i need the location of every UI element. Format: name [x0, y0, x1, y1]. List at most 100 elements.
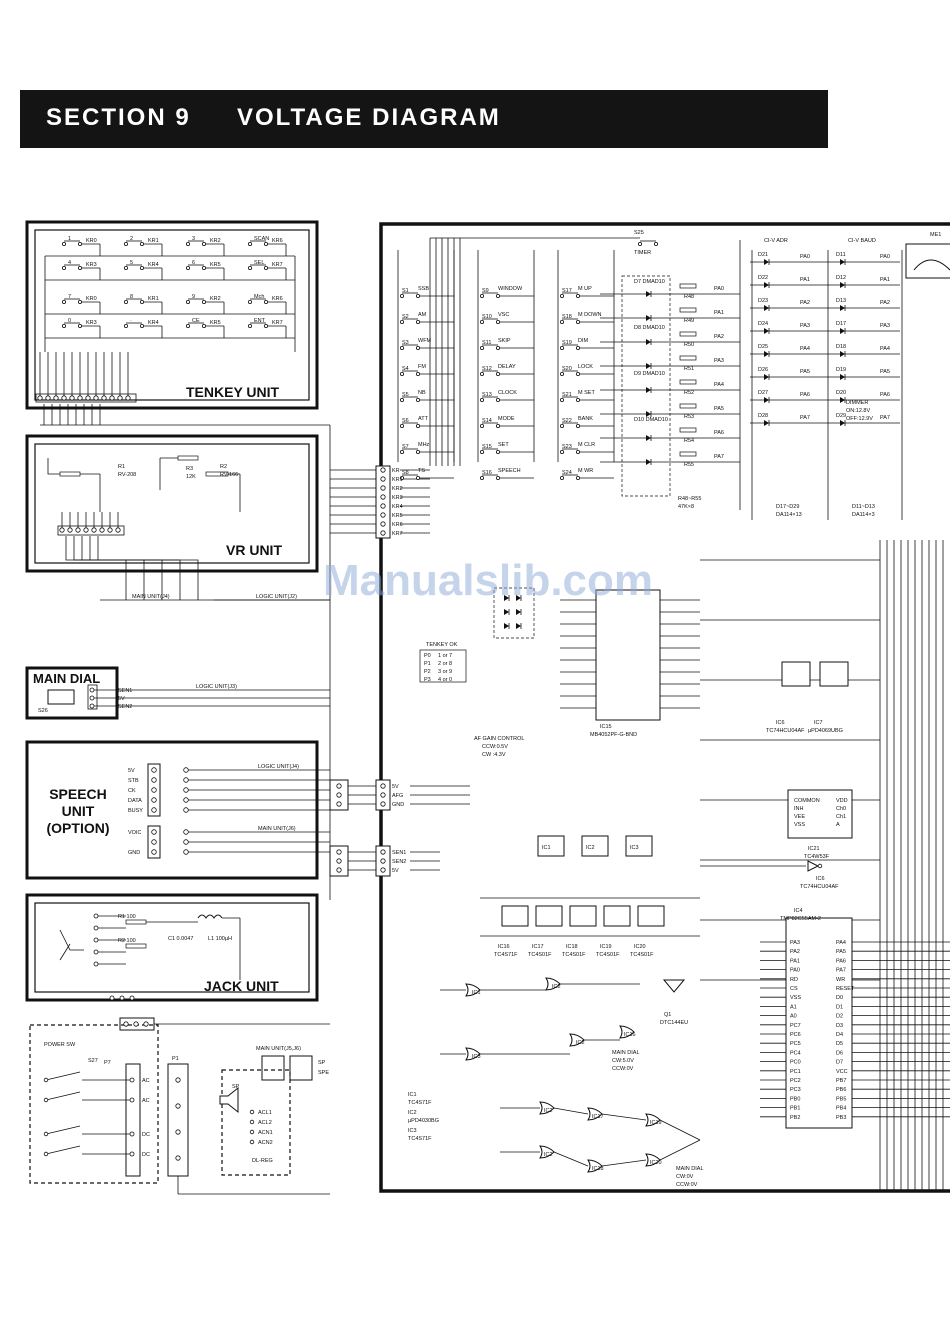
- switch-contact: [185, 241, 190, 246]
- ic4-pin-left: PC6: [790, 1032, 801, 1038]
- ic4-pin-right: WR: [836, 977, 845, 983]
- dlreg-pin: [249, 1109, 255, 1115]
- switch-contact: [495, 423, 500, 428]
- adr-diode-ref: D28: [758, 413, 768, 419]
- j1-pin: [380, 530, 386, 536]
- switch-contact: [247, 241, 252, 246]
- power-sw-title: POWER SW: [44, 1042, 76, 1048]
- tenkey-key-label: 8: [130, 294, 133, 300]
- jack-unit-box: [25, 893, 319, 1002]
- p1-pin: [175, 1077, 181, 1083]
- resistor-label: R54: [684, 438, 694, 444]
- gate-label: IC2: [576, 1040, 585, 1046]
- ic4-pin-left: A0: [790, 1014, 797, 1020]
- speech-pin-label: BUSY: [128, 808, 143, 814]
- vr-part-label: RV-166: [220, 472, 238, 478]
- adr-diode-ref: D27: [758, 390, 768, 396]
- cable-pin: [183, 797, 189, 803]
- switch-contact: [576, 345, 581, 350]
- switch-contact: [124, 323, 129, 328]
- cable-pin: [183, 807, 189, 813]
- row-ic2-part: TC4S01F: [562, 952, 586, 958]
- ic21-pin-label: VSS: [794, 822, 805, 828]
- connector-pin: [101, 395, 107, 401]
- power-connector: [125, 1063, 141, 1177]
- switch-contact: [185, 265, 190, 270]
- row-ic2-ref: IC20: [634, 944, 646, 950]
- tenkey-kr-label: KR1: [148, 296, 159, 302]
- ic-legend: µPD4030BG: [408, 1118, 439, 1124]
- jack-contact: [93, 949, 99, 955]
- switch-contact: [560, 345, 565, 350]
- adr-diode: [764, 282, 769, 288]
- diode-note: D10 DMAD10: [634, 417, 668, 423]
- main-dial-note: CW:0V: [676, 1174, 694, 1180]
- ic4-pin-right: D6: [836, 1050, 843, 1056]
- connector-pin: [125, 395, 131, 401]
- switch-contact: [479, 371, 484, 376]
- pa-line-label: PA3: [714, 358, 724, 364]
- switch-ref: S17: [562, 288, 572, 294]
- jack-pin: [129, 995, 135, 1001]
- j2-pin: [380, 792, 386, 798]
- row-ic-box: [537, 835, 565, 857]
- ic21-pin-label: VEE: [794, 814, 805, 820]
- dlreg-pin: [249, 1139, 255, 1145]
- matrix-resistor: [679, 427, 697, 433]
- power-pin-label: AC: [142, 1078, 150, 1084]
- matrix-diode: [646, 435, 651, 441]
- vr-connector: [57, 525, 125, 536]
- ic21-pin-label: Ch0: [836, 806, 846, 812]
- row-ic-box: [625, 835, 653, 857]
- connector-pin: [115, 527, 121, 533]
- pa-line-label: PA4: [714, 382, 724, 388]
- q1-transistor: [662, 979, 686, 993]
- pa-line-label: PA5: [714, 406, 724, 412]
- connector-pin: [99, 527, 105, 533]
- wire: [73, 536, 145, 600]
- cable-pin: [183, 839, 189, 845]
- ic21-label: IC21: [808, 846, 820, 852]
- ic4-pin-left: PC4: [790, 1050, 801, 1056]
- adr-diode: [764, 305, 769, 311]
- main-dial-pin-label: SEN1: [118, 688, 132, 694]
- tenkey-kr-label: KR0: [86, 296, 97, 302]
- vr-part-label: R3: [186, 466, 193, 472]
- ic21-part: TC4W53F: [804, 854, 830, 860]
- wire-label-logic-j2: LOGIC UNIT(J2): [256, 594, 297, 600]
- gate-ic3: [465, 1047, 481, 1061]
- adr-pa-label: PA5: [800, 369, 810, 375]
- tenkey-key-label: 4: [68, 260, 71, 266]
- switch-contact: [576, 449, 581, 454]
- switch-contact: [415, 293, 420, 298]
- power-pin-label: AC: [142, 1098, 150, 1104]
- jack-part-label: C1 0.0047: [168, 936, 193, 942]
- ic4-pin-left: PB0: [790, 1096, 800, 1102]
- dlreg-pin-label: ACL1: [258, 1110, 272, 1116]
- adr-diode-ref: D26: [758, 367, 768, 373]
- gate-label: IC2: [544, 1108, 553, 1114]
- dimmer-note: ON:12.8V: [846, 408, 870, 414]
- switch-label: VSC: [498, 312, 509, 318]
- switch-contact: [479, 423, 484, 428]
- speech-pin-label: 5V: [128, 768, 135, 774]
- connector-pin: [69, 395, 75, 401]
- j3-pin: [380, 849, 386, 855]
- switch-contact: [479, 319, 484, 324]
- gate-label: IC1: [472, 990, 481, 996]
- connector-pin: [336, 783, 342, 789]
- adr-pa-label: PA3: [800, 323, 810, 329]
- switch-contact: [399, 293, 404, 298]
- switch-ref: S21: [562, 392, 572, 398]
- row-ic2-box: [569, 905, 597, 927]
- vr-r2: [205, 471, 229, 477]
- j1-pin-label: KR2: [392, 486, 403, 492]
- adr-diode-ref: D21: [758, 252, 768, 258]
- switch-contact: [560, 319, 565, 324]
- jack-contact: [93, 925, 99, 931]
- j1-connector: [375, 465, 391, 539]
- main-dial-note: CCW:0V: [676, 1182, 698, 1188]
- connector-pin: [143, 1021, 149, 1027]
- wire: [659, 1139, 701, 1161]
- gate-ic17: [587, 1107, 603, 1121]
